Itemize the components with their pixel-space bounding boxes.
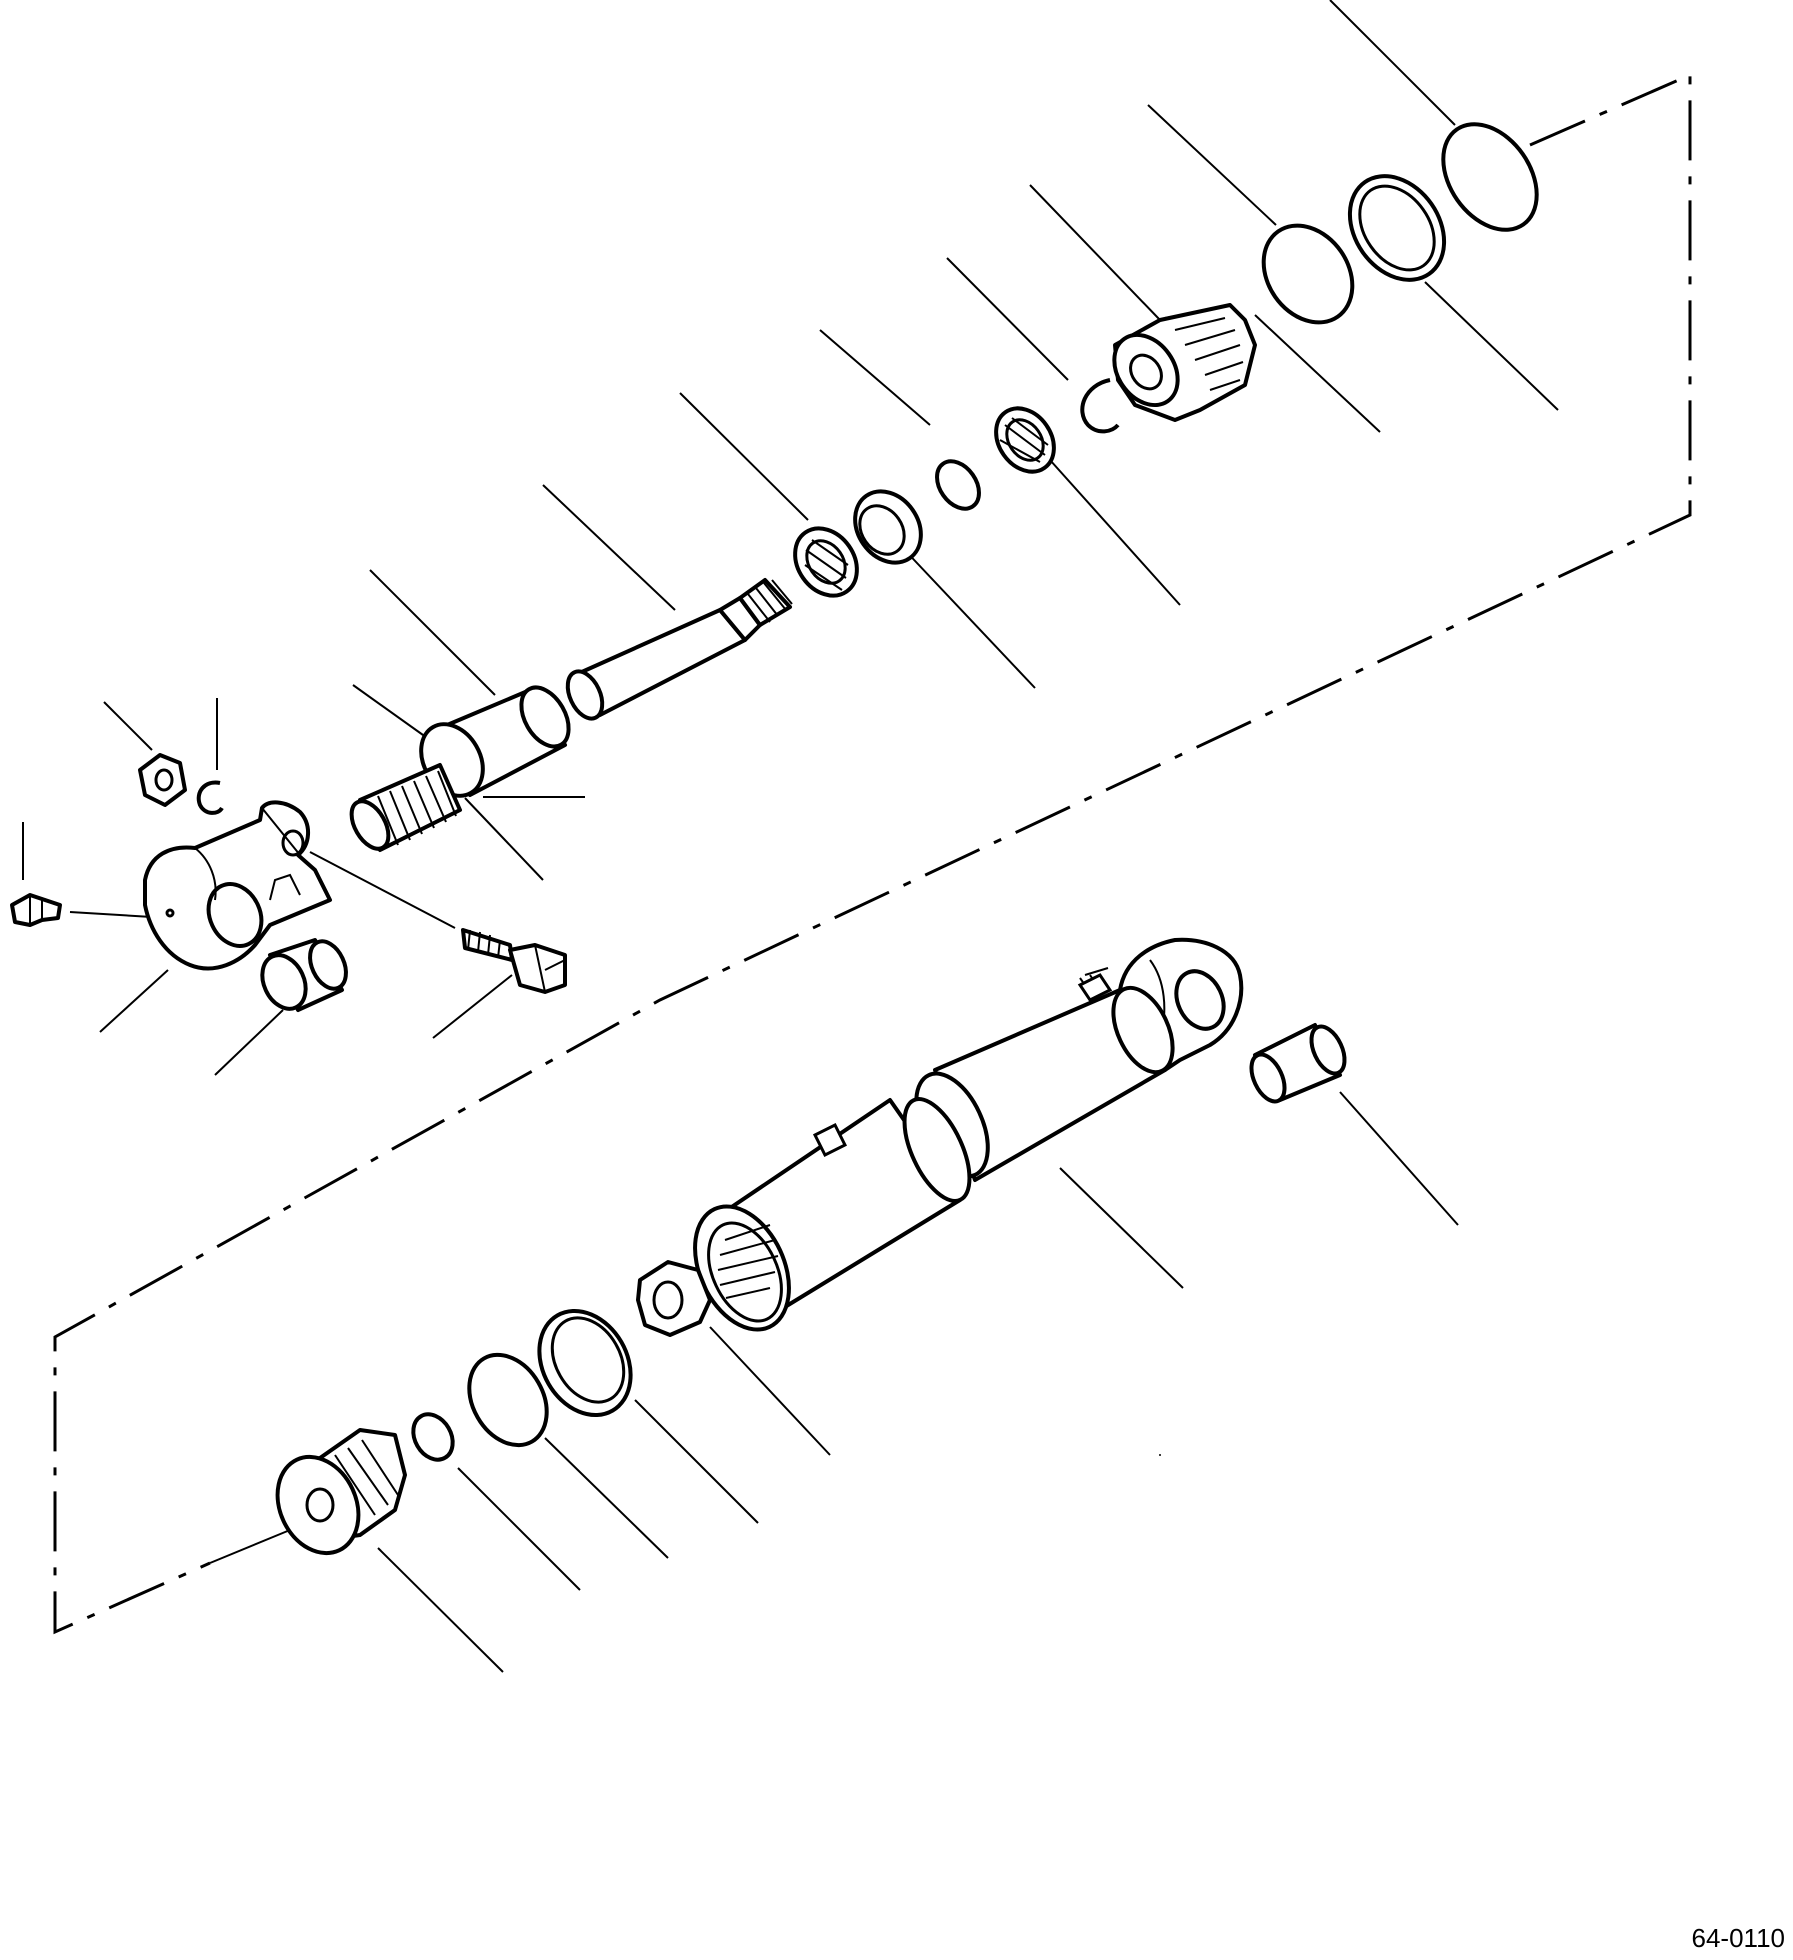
backup-ring bbox=[1347, 174, 1447, 282]
small-o-ring bbox=[935, 459, 981, 511]
cylinder-tube-front bbox=[693, 1097, 972, 1332]
o-ring-medium bbox=[1261, 223, 1355, 325]
gland bbox=[1112, 303, 1257, 422]
piston-o-ring bbox=[467, 1352, 549, 1448]
wiper-ring bbox=[994, 406, 1056, 474]
threaded-stud bbox=[349, 763, 462, 852]
small-o-ring-lower bbox=[411, 1412, 455, 1462]
piston-rod bbox=[565, 578, 793, 721]
leader-lines bbox=[22, 0, 1559, 1673]
assembly-boundary bbox=[53, 72, 1692, 1635]
piston-seal bbox=[537, 1308, 633, 1418]
snap-ring bbox=[1080, 378, 1120, 434]
bushing-small bbox=[260, 938, 348, 1012]
cylinder-tube-rear bbox=[914, 967, 1175, 1182]
nut-small bbox=[138, 753, 187, 807]
bushing bbox=[853, 489, 923, 565]
o-ring-large bbox=[1441, 122, 1539, 232]
c-clip bbox=[196, 780, 224, 815]
pin-bushing bbox=[1249, 1023, 1347, 1104]
stray-dot bbox=[1159, 1454, 1161, 1456]
grease-fitting bbox=[10, 893, 62, 927]
rod-end-clevis bbox=[143, 800, 332, 971]
dust-seal bbox=[793, 526, 859, 598]
piston bbox=[275, 1428, 407, 1556]
hex-bolt bbox=[461, 928, 567, 994]
piston-nut bbox=[636, 1260, 712, 1337]
drawing-reference-number: 64-0110 bbox=[1691, 1923, 1786, 1953]
